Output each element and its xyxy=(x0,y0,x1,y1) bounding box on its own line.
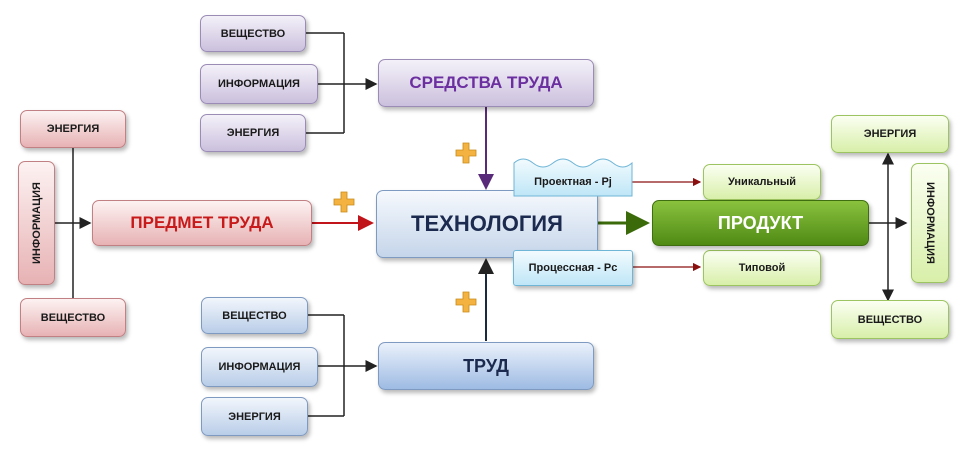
trud-input-veshchestvo: ВЕЩЕСТВО xyxy=(201,297,308,334)
plus-icon xyxy=(455,142,477,164)
predmet-input-veshchestvo: ВЕЩЕСТВО xyxy=(20,298,126,337)
product-output-veshchestvo: ВЕЩЕСТВО xyxy=(831,300,949,339)
product-type-unique: Уникальный xyxy=(703,164,821,200)
predmet-input-energiya: ЭНЕРГИЯ xyxy=(20,110,126,148)
trud-input-informatsiya: ИНФОРМАЦИЯ xyxy=(201,347,318,387)
product-box: ПРОДУКТ xyxy=(652,200,869,246)
project-type-label: Проектная - Pj xyxy=(534,176,612,188)
trud-box: ТРУД xyxy=(378,342,594,390)
predmet-truda-box: ПРЕДМЕТ ТРУДА xyxy=(92,200,312,246)
technology-box: ТЕХНОЛОГИЯ xyxy=(376,190,598,258)
predmet-input-informatsiya: ИНФОРМАЦИЯ xyxy=(18,161,55,285)
trud-inputs-connector xyxy=(308,314,378,417)
sredstva-input-energiya: ЭНЕРГИЯ xyxy=(200,114,306,152)
sredstva-input-informatsiya: ИНФОРМАЦИЯ xyxy=(200,64,318,104)
product-output-informatsiya: ИНФОРМАЦИЯ xyxy=(911,163,949,283)
product-output-energiya: ЭНЕРГИЯ xyxy=(831,115,949,153)
sredstva-truda-box: СРЕДСТВА ТРУДА xyxy=(378,59,594,107)
predmet-inputs-connector xyxy=(55,148,92,298)
process-type-box: Процессная - Pc xyxy=(513,250,633,286)
project-type-shape xyxy=(513,158,633,197)
trud-input-energiya: ЭНЕРГИЯ xyxy=(201,397,308,436)
sredstva-input-veshchestvo: ВЕЩЕСТВО xyxy=(200,15,306,52)
plus-icon xyxy=(333,191,355,213)
product-outputs-connector xyxy=(869,152,908,302)
product-type-typical: Типовой xyxy=(703,250,821,286)
sredstva-inputs-connector xyxy=(306,32,378,134)
plus-icon xyxy=(455,291,477,313)
